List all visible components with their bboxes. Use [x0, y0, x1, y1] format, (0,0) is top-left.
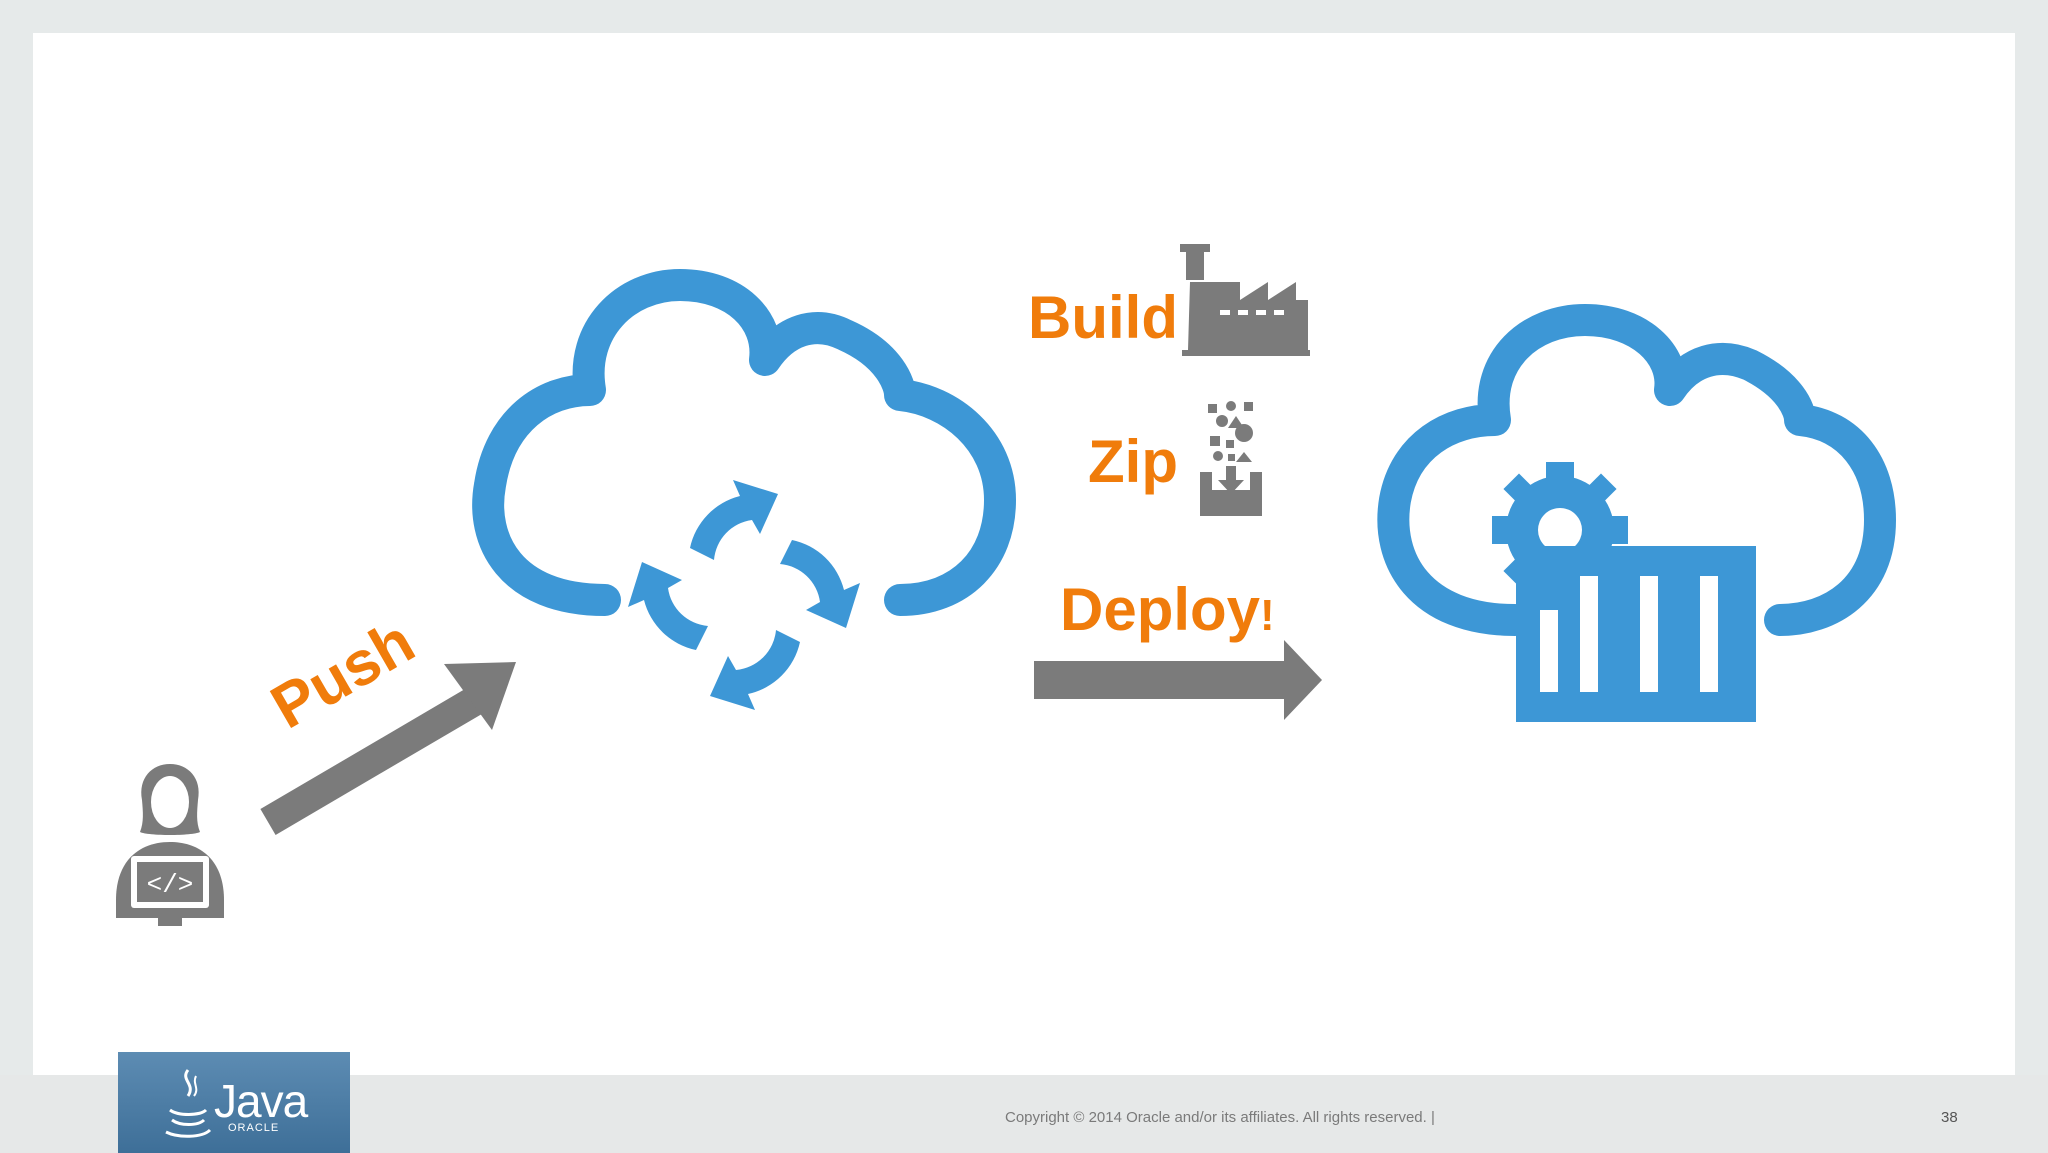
java-cup-icon	[165, 1069, 212, 1138]
factory-icon	[1180, 244, 1310, 356]
archive-tray-icon	[1200, 401, 1262, 516]
page-number: 38	[1941, 1109, 1958, 1126]
zip-label: Zip	[1088, 428, 1178, 495]
build-label: Build	[1028, 284, 1178, 351]
deploy-label: Deploy!	[1060, 580, 1275, 640]
deploy-label-mark: !	[1260, 591, 1275, 640]
java-logo: Java ORACLE	[118, 1052, 350, 1153]
developer-laptop-icon: </>	[116, 764, 224, 926]
copyright-text: Copyright © 2014 Oracle and/or its affil…	[1005, 1109, 1435, 1126]
deploy-label-text: Deploy	[1060, 576, 1261, 643]
cloud-gear-container-icon	[1377, 304, 1896, 722]
arrow-right-icon	[1034, 640, 1322, 720]
svg-text:</>: </>	[147, 870, 194, 900]
logo-word: Java	[214, 1075, 308, 1127]
logo-sub: ORACLE	[228, 1122, 280, 1134]
arrow-up-right-icon	[260, 662, 516, 835]
cloud-sync-icon	[472, 269, 1016, 710]
